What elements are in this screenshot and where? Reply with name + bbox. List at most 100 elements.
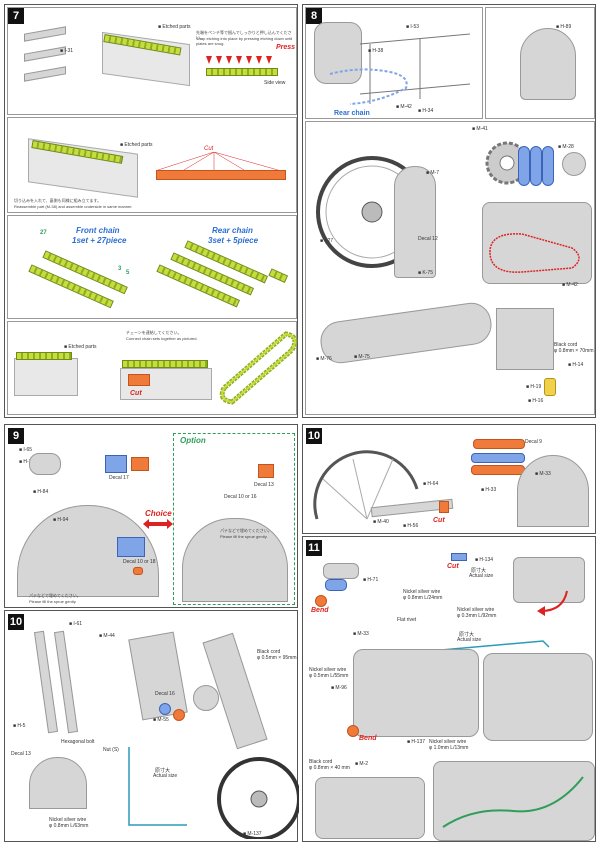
part-label: ■ Etched parts	[64, 344, 97, 350]
step-11-panel: 11 Bend ■ H-71 Nickel silver wire φ 0.8m…	[302, 536, 596, 842]
note-en: Snap etching into place by pressing etch…	[196, 36, 293, 46]
part-label: ■ M-42	[396, 104, 412, 110]
part-label: ■ H-137	[407, 739, 426, 745]
green-wire	[442, 776, 584, 828]
black-cord-label: Black cord	[554, 342, 578, 348]
front-chain-title: Front chain	[76, 226, 120, 235]
step-8-panel: 8 ■ I-53 ■ H-38 ■ M-42 ■ H-34 Rear chain…	[302, 4, 596, 418]
lens-blue	[159, 703, 171, 715]
part-label: ■ H-38	[368, 48, 384, 54]
step7-section-4: チェーンを連結してください。 Connect chain sets togeth…	[7, 321, 298, 415]
footrest	[323, 563, 359, 579]
part-label: ■ H-134	[475, 557, 494, 563]
part-label: ■ M-44	[99, 633, 115, 639]
nut-label: Nut (S)	[103, 747, 119, 753]
step7-section-1: ■ I-31 ■ Etched parts 先端をペンチ等で掴んでしっかりと押し…	[7, 7, 297, 115]
actual-size-en: Actual size	[457, 637, 482, 643]
part-label: ■ M-76	[316, 356, 332, 362]
cut-label: Cut	[447, 563, 459, 570]
front-chain-qty: 1set + 27piece	[72, 236, 127, 245]
part-label: ■ K-75	[418, 270, 433, 276]
curved-arrow	[537, 590, 568, 616]
bend-label-2: Bend	[359, 735, 377, 742]
step-10b-panel: 10 ■ I-61 ■ M-44 Decal 16 ■ M-55 Black c…	[4, 610, 299, 842]
chain-guard	[317, 300, 495, 366]
clutch-plate	[518, 146, 530, 186]
front-fender	[29, 757, 87, 809]
actual-size-en: Actual size	[469, 573, 494, 579]
bend-label: Bend	[311, 607, 329, 614]
step-number: 7	[8, 8, 24, 24]
step8-section-3: ■ M-7 ■ I-27 Decal 12 ■ K-75 ■ M-41 ■ M-…	[305, 121, 595, 415]
part-label: ■ M-41	[472, 126, 488, 132]
rear-chain-label: Rear chain	[334, 110, 370, 117]
engine-section	[353, 649, 479, 737]
fill-note-en: Please fill the sprue gently.	[29, 599, 77, 604]
part-label: ■ H-19	[526, 384, 542, 390]
strip-orange	[471, 465, 525, 475]
num-27: 27	[40, 230, 47, 236]
part-label: ■ M-40	[373, 519, 389, 525]
wire1-size: φ 0.8mm L/24mm	[403, 595, 443, 601]
wheel	[217, 757, 299, 839]
decal-13: Decal 13	[254, 482, 274, 488]
rear-chain-bar	[268, 268, 289, 283]
frame-part	[24, 66, 66, 82]
part-label: ■ H-84	[33, 489, 49, 495]
flat-rivet: Flat rivet	[397, 617, 417, 623]
step-number: 10	[8, 614, 24, 630]
step-number: 10	[306, 428, 322, 444]
bend-piece	[347, 725, 359, 737]
hex-bolt-label: Hexagonal bolt	[61, 739, 95, 745]
part-label: ■ M-75	[354, 354, 370, 360]
cut-label: Cut	[204, 146, 214, 152]
decal-label: Decal 12	[418, 236, 438, 242]
fender	[394, 166, 436, 278]
decal-13: Decal 13	[11, 751, 31, 757]
part-label: ■ Etched parts	[158, 24, 191, 30]
part-label: ■ H-14	[568, 362, 584, 368]
wire3-size: φ 0.5mm L/55mm	[309, 673, 349, 679]
cut-label: Cut	[130, 390, 142, 397]
part-label: ■ M-2	[355, 761, 369, 767]
bend-piece	[315, 595, 327, 607]
part-label: ■ I-31	[60, 48, 74, 54]
side-view-label: Side view	[264, 80, 286, 86]
clutch-plate	[530, 146, 542, 186]
cut-piece	[128, 374, 150, 386]
option-title: Option	[180, 436, 206, 445]
step-number: 9	[8, 428, 24, 444]
part-label: ■ H-5	[13, 723, 26, 729]
step8-section-1: ■ I-53 ■ H-38 ■ M-42 ■ H-34 Rear chain	[305, 7, 483, 119]
decal-9: Decal 9	[525, 439, 542, 445]
cut-lines	[157, 152, 279, 171]
clutch-plate	[542, 146, 554, 186]
fuse	[544, 378, 556, 396]
part-label: ■ Etched parts	[120, 142, 153, 148]
part-label: ■ H-64	[423, 481, 439, 487]
wire4-size: φ 1.0mm L/13mm	[429, 745, 469, 751]
cut-piece	[439, 501, 449, 513]
cord-size: φ 0.5mm × 95mm	[257, 655, 297, 661]
part-label: ■ H-89	[556, 24, 572, 30]
press-label: Press	[276, 44, 296, 51]
step8-section-2: ■ H-89	[485, 7, 595, 119]
wire-blue	[451, 553, 467, 561]
rear-fender	[182, 518, 288, 602]
plate-blue	[105, 455, 127, 473]
num-5: 5	[126, 270, 130, 276]
frame-bottom	[315, 777, 425, 839]
choice-label: Choice	[145, 509, 172, 518]
option-note-en: Please fill the sprue gently.	[220, 534, 268, 539]
fork-leg	[53, 630, 79, 734]
actual-size-jp: 原寸大	[471, 568, 487, 574]
decal-1016: Decal 10 or 16	[224, 494, 257, 500]
chain-loop	[219, 331, 298, 405]
step7-section-2: ■ Etched parts Cut 切り込みを入れて、裏側も同様に組み立てます…	[7, 117, 297, 213]
actual-size-jp: 原寸大	[155, 768, 171, 774]
plate-orange	[131, 457, 149, 471]
etched-strip	[156, 170, 286, 180]
step-9-panel: 9 ■ I-65 ■ H-74 ■ H-84 Decal 17 ■ H-94 D…	[4, 424, 298, 608]
part-label: ■ I-61	[69, 621, 83, 627]
rear-chain-qty: 3set + 5piece	[208, 236, 259, 245]
